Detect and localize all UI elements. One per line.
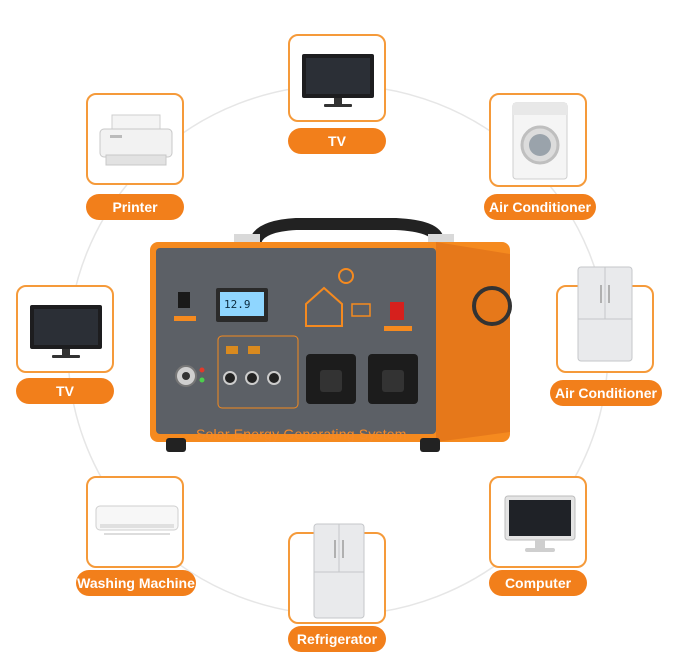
appliance-label-tv-left: TV [16, 378, 114, 404]
power-switch [178, 292, 190, 308]
refrigerator-icon [577, 266, 633, 362]
appliance-card-printer [86, 93, 184, 185]
appliance-label-printer: Printer [86, 194, 184, 220]
sun-icon [338, 268, 354, 284]
air-conditioner-icon [95, 505, 179, 535]
tv-icon [302, 54, 374, 107]
appliance-label-air-conditioner-right: Air Conditioner [550, 380, 662, 406]
appliance-card-computer [489, 476, 587, 568]
ac-switch [390, 302, 404, 320]
appliance-card-washing-machine [86, 476, 184, 568]
printer-icon [99, 114, 173, 166]
washing-machine-icon [512, 102, 568, 180]
appliance-label-washing-machine: Washing Machine [76, 570, 196, 596]
solar-generator-image: 12.9 [150, 218, 512, 452]
lcd-display [220, 292, 264, 316]
appliance-card-air-conditioner-right [556, 266, 654, 373]
appliance-label-tv-top: TV [288, 128, 386, 154]
appliance-card-tv-top [288, 34, 386, 122]
appliance-label-refrigerator: Refrigerator [288, 626, 386, 652]
refrigerator-icon [313, 523, 365, 619]
appliance-label-computer: Computer [489, 570, 587, 596]
generator-title: Solar Energy Generating System [196, 426, 407, 442]
appliance-card-tv-left [16, 285, 114, 373]
computer-monitor-icon [504, 495, 576, 552]
tv-icon [30, 305, 102, 358]
lcd-reading: 12.9 [224, 298, 251, 311]
appliance-label-air-conditioner-top: Air Conditioner [484, 194, 596, 220]
appliance-card-refrigerator [288, 523, 386, 624]
appliance-card-air-conditioner-top [489, 93, 587, 187]
